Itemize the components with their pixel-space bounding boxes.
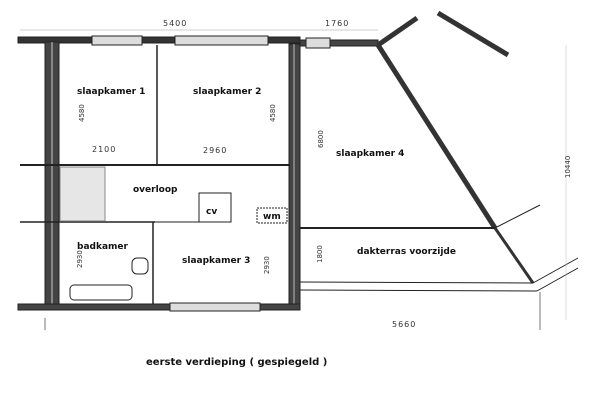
wm-box xyxy=(256,207,288,224)
dim-s2-depth: 4580 xyxy=(269,104,277,122)
bathtub xyxy=(69,284,133,301)
window-bottom xyxy=(169,302,261,312)
dim-top-right: 1760 xyxy=(325,19,350,28)
cv-box xyxy=(198,192,232,223)
room-label-slaapkamer-4: slaapkamer 4 xyxy=(336,149,405,159)
room-label-slaapkamer-3: slaapkamer 3 xyxy=(182,256,251,266)
dim-s2-width: 2960 xyxy=(203,146,228,155)
room-label-cv: cv xyxy=(206,207,218,217)
wall-bottom xyxy=(17,303,301,311)
room-label-overloop: overloop xyxy=(133,185,178,195)
window-top-right xyxy=(305,37,331,49)
window-top-1 xyxy=(91,35,143,46)
dim-s1-width: 2100 xyxy=(92,145,117,154)
dim-total-depth: 10440 xyxy=(564,155,572,178)
dim-s3-depth: 2930 xyxy=(263,256,271,274)
dim-top-width: 5400 xyxy=(163,19,188,28)
room-label-wm: wm xyxy=(263,212,281,222)
dim-s4-depth: 6800 xyxy=(317,130,325,148)
plan-caption: eerste verdieping ( gespiegeld ) xyxy=(146,357,328,368)
room-label-slaapkamer-1: slaapkamer 1 xyxy=(77,87,146,97)
dim-s1-depth: 4580 xyxy=(78,104,86,122)
stairs xyxy=(59,166,106,222)
dim-bottom-width: 5660 xyxy=(392,320,417,329)
room-label-slaapkamer-2: slaapkamer 2 xyxy=(193,87,262,97)
room-label-badkamer: badkamer xyxy=(77,242,128,252)
room-label-dakterras: dakterras voorzijde xyxy=(357,247,456,257)
dim-terras-depth: 1800 xyxy=(316,245,324,263)
window-top-2 xyxy=(174,35,269,46)
toilet xyxy=(131,257,149,275)
dim-bad-depth: 2930 xyxy=(76,250,84,268)
